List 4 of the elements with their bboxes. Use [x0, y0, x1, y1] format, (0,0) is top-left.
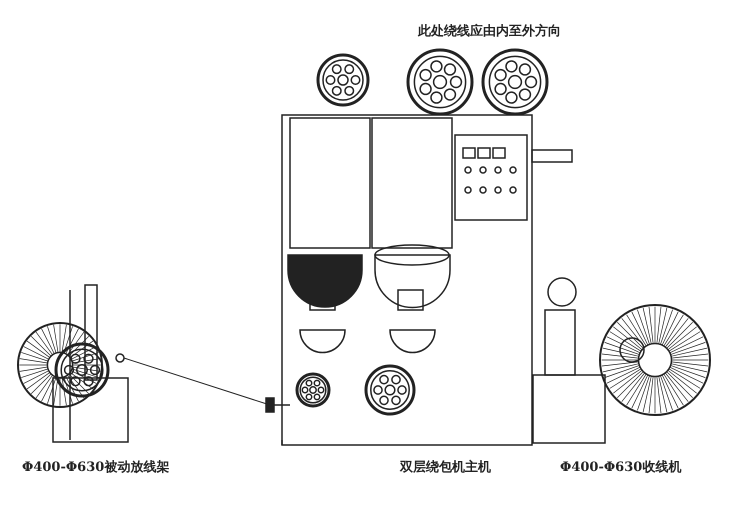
machine-caption: Φ400-Φ630收线机 — [560, 459, 682, 476]
machine-caption: 双层绕包机主机 — [400, 458, 491, 476]
machine-caption: Φ400-Φ630被动放线架 — [22, 459, 170, 476]
note: 此处绕线应由内至外方向 — [418, 22, 561, 40]
